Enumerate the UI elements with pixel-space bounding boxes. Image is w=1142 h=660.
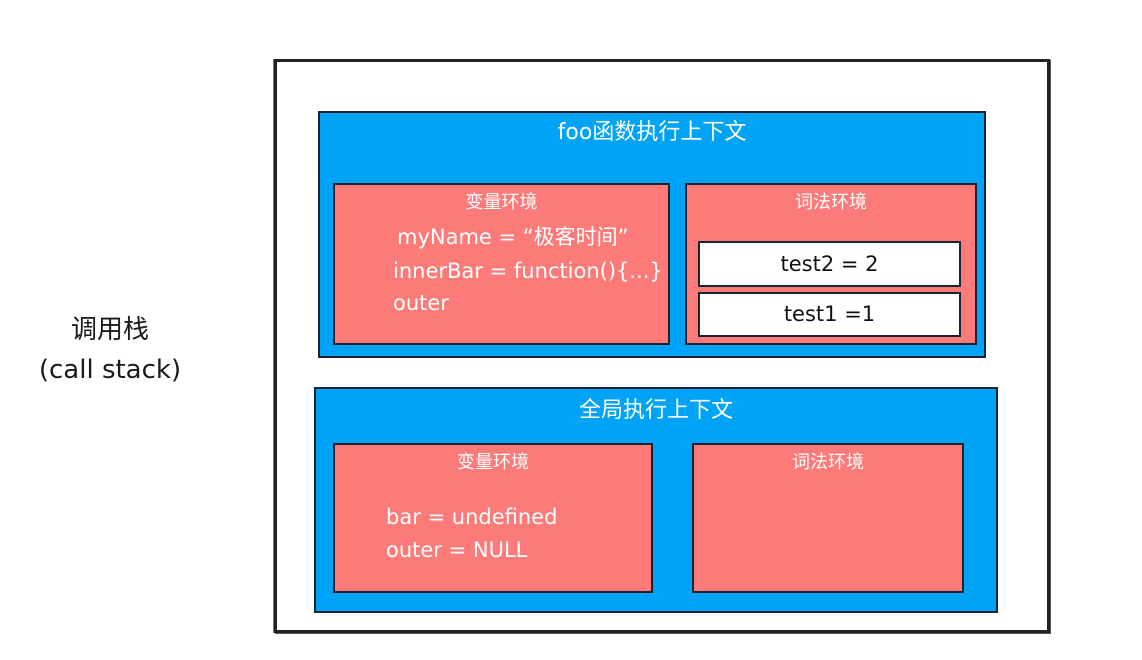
foo-lexical-environment: 词法环境 test2 = 2 test1 =1: [685, 183, 977, 345]
foo-lexical-slot-test1: test1 =1: [698, 292, 961, 337]
global-lexical-environment: 词法环境: [692, 443, 964, 593]
foo-context-title: foo函数执行上下文: [557, 120, 747, 145]
global-context-title: 全局执行上下文: [578, 398, 733, 423]
global-execution-context: 全局执行上下文 变量环境 bar = undefined outer = NUL…: [314, 387, 998, 613]
foo-execution-context: foo函数执行上下文 变量环境 myName = “极客时间” innerBar…: [318, 111, 986, 358]
foo-lexical-environment-title: 词法环境: [795, 192, 867, 213]
global-variable-outer: outer = NULL: [386, 538, 528, 562]
foo-variable-outer: outer: [393, 291, 449, 315]
foo-variable-environment-title: 变量环境: [465, 192, 538, 213]
global-variable-environment: 变量环境 bar = undefined outer = NULL: [333, 443, 653, 593]
foo-variable-environment: 变量环境 myName = “极客时间” innerBar = function…: [333, 183, 670, 345]
call-stack-label: 调用栈: [70, 315, 149, 345]
global-variable-environment-title: 变量环境: [457, 452, 529, 473]
foo-variable-innerbar: innerBar = function(){...}: [393, 259, 663, 283]
global-lexical-environment-title: 词法环境: [792, 452, 864, 473]
call-stack-label-english: (call stack): [38, 355, 182, 385]
global-variable-bar: bar = undefined: [386, 505, 558, 529]
foo-lexical-slot-test2: test2 = 2: [698, 241, 961, 287]
foo-variable-myname: myName = “极客时间”: [397, 225, 629, 249]
